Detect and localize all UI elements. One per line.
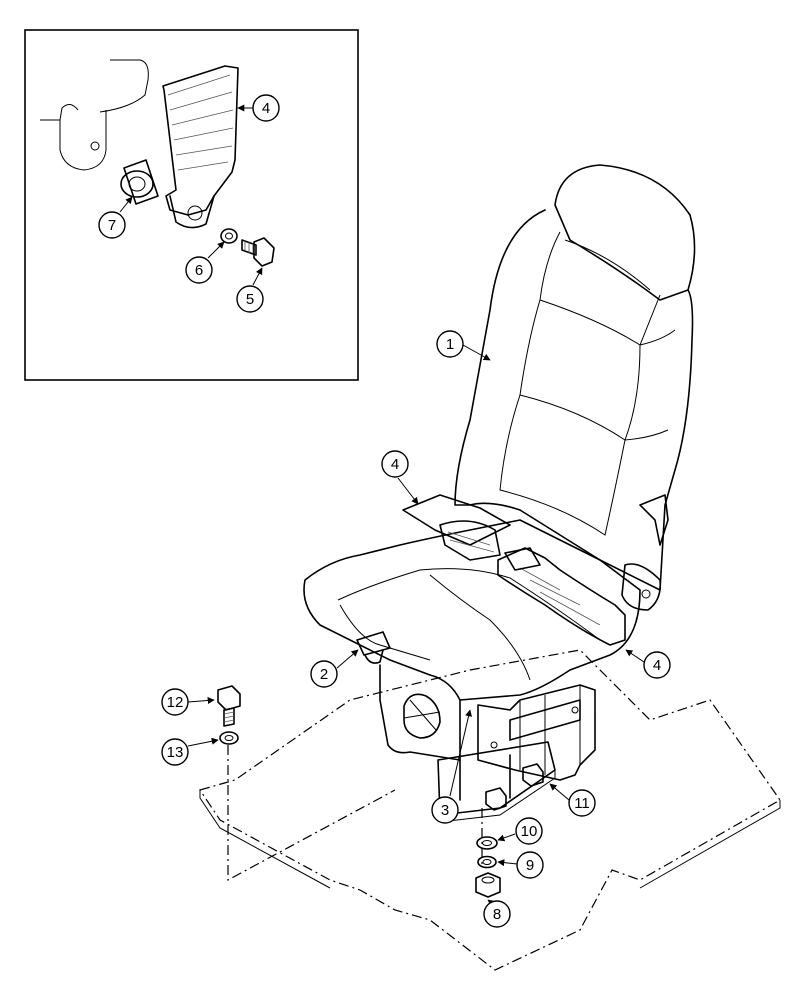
callout-label-1: 1 [446, 336, 454, 353]
base-bolt-head [485, 787, 507, 811]
lock-washer [477, 855, 497, 869]
callout-9: 9 [497, 851, 544, 879]
seat-back [454, 164, 696, 611]
flat-washer [476, 836, 498, 850]
hex-nut [475, 872, 501, 898]
callout-5: 5 [236, 267, 264, 313]
floor-plate [199, 649, 781, 971]
callout-label-2: 2 [320, 666, 328, 683]
callout-label-4a: 4 [262, 100, 270, 117]
seat-cushion [303, 494, 641, 701]
seat-belt-left [402, 494, 511, 546]
callout-label-4c: 4 [653, 657, 661, 674]
bolt [217, 685, 241, 727]
callout-7: 7 [98, 196, 133, 239]
callout-6: 6 [185, 241, 225, 284]
callout-label-13: 13 [167, 744, 184, 761]
seat-belt-right [497, 547, 626, 646]
callout-13: 13 [161, 737, 219, 766]
callout-label-9: 9 [526, 857, 534, 874]
bolt-alignment-line [227, 745, 396, 882]
base-bolt-head [522, 763, 544, 787]
callout-label-5: 5 [246, 291, 254, 308]
callout-12: 12 [161, 688, 215, 716]
callout-label-7: 7 [108, 217, 116, 234]
inset-border [24, 29, 359, 381]
callout-label-8: 8 [493, 906, 501, 923]
callout-label-11: 11 [574, 795, 590, 812]
callout-4a: 4 [237, 94, 280, 122]
callout-4b: 4 [381, 450, 419, 505]
bolt-detail [241, 237, 275, 267]
callout-11: 11 [549, 783, 596, 817]
callout-label-6: 6 [195, 262, 203, 279]
callout-label-3: 3 [441, 802, 449, 819]
callout-1: 1 [436, 330, 491, 361]
callout-label-4b: 4 [391, 456, 399, 473]
lock-washer-detail [220, 228, 238, 244]
flat-washer-seat [219, 731, 239, 745]
callout-4c: 4 [625, 649, 671, 679]
inset-detail [24, 29, 359, 381]
belt-strap-detail [162, 65, 239, 216]
spacer-bushing [120, 159, 159, 205]
callout-label-10: 10 [521, 823, 538, 840]
callout-10: 10 [497, 817, 543, 845]
callout-2: 2 [310, 649, 359, 688]
callout-3: 3 [431, 709, 472, 824]
callout-8: 8 [483, 899, 511, 928]
callout-label-12: 12 [167, 694, 184, 711]
